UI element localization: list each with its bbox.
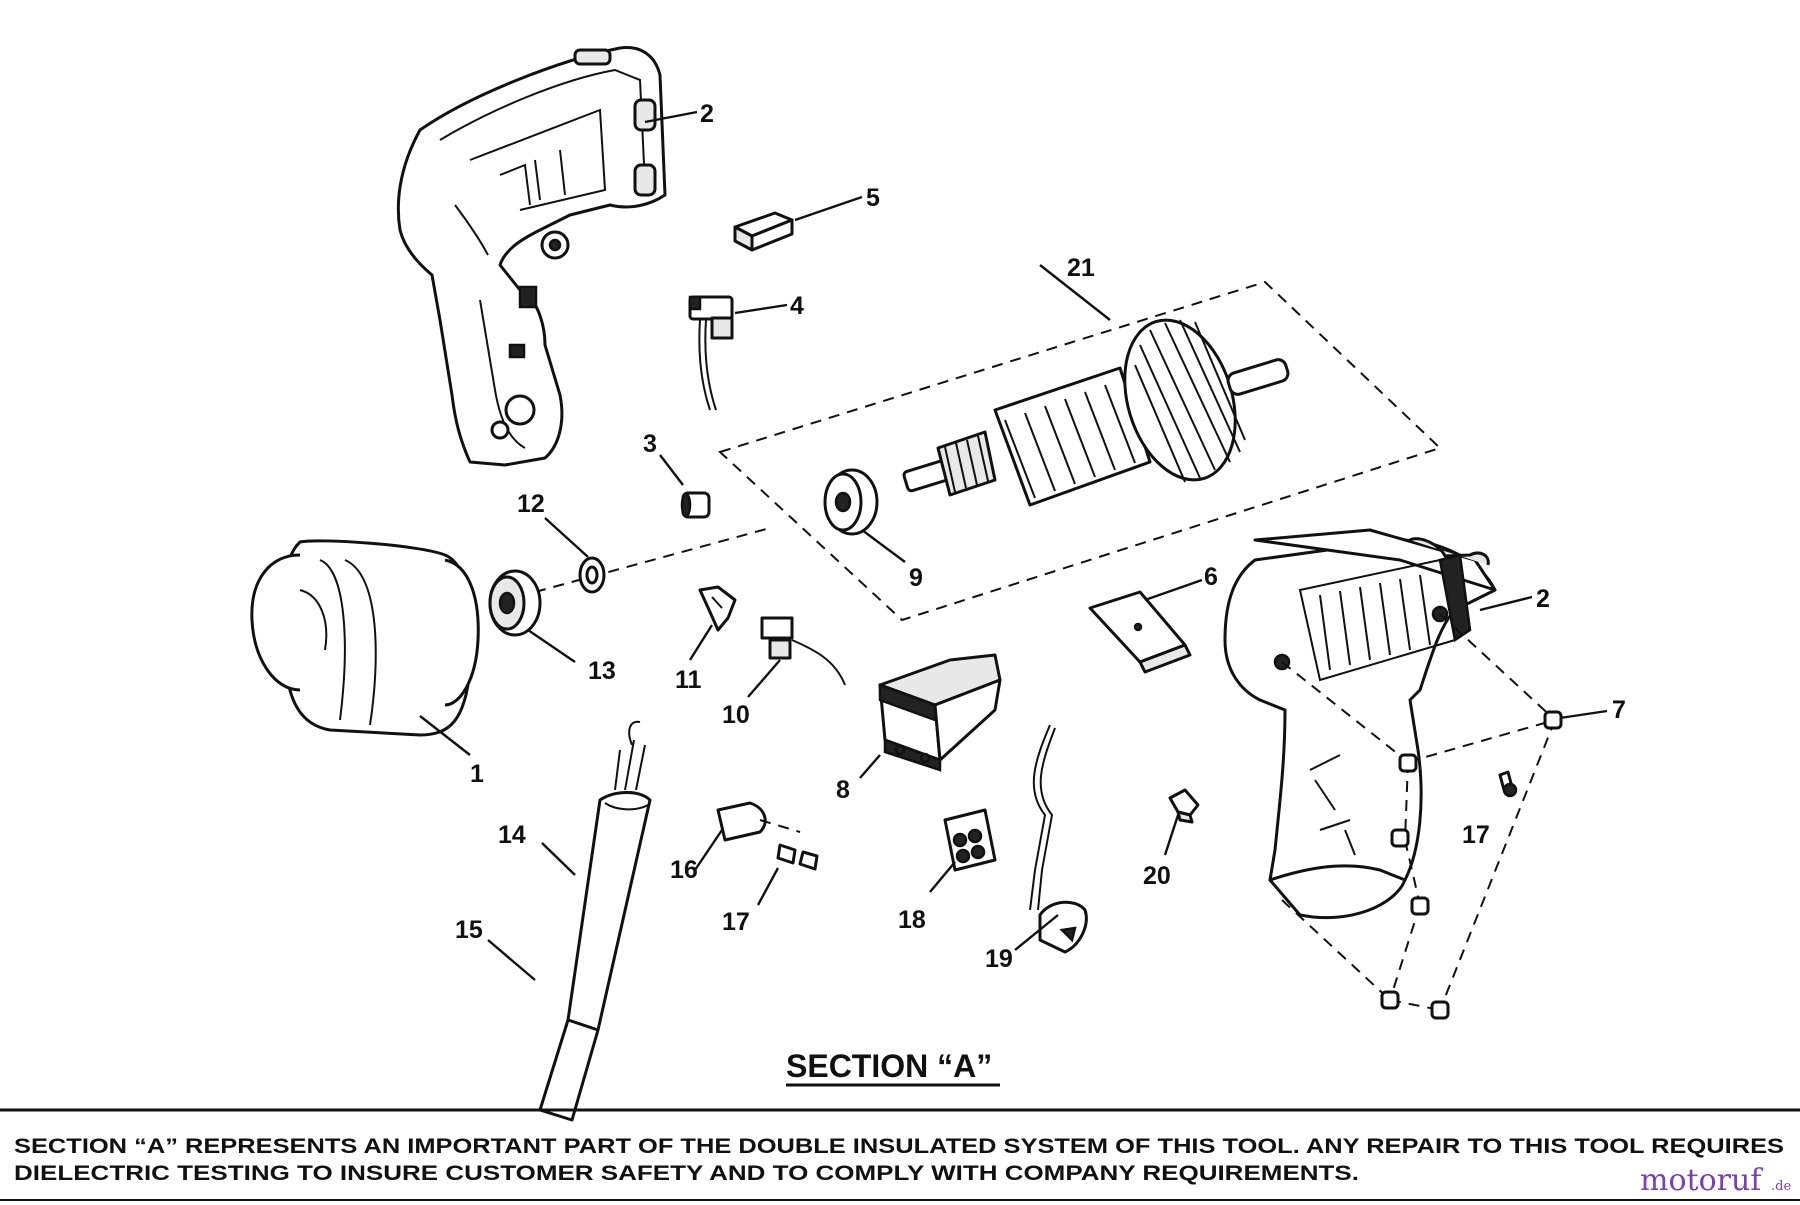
label-17-left: 17 — [722, 908, 750, 936]
armature-part — [902, 318, 1290, 507]
cord-clamp-16-part — [716, 801, 801, 842]
bushing-part — [680, 491, 711, 519]
field-stator-part — [250, 539, 480, 737]
label-18: 18 — [898, 906, 926, 934]
label-5: 5 — [866, 184, 880, 212]
cord-clamp-part — [1168, 788, 1200, 824]
notice-line-1: SECTION “A” REPRESENTS AN IMPORTANT PART… — [14, 1135, 1784, 1158]
label-16: 16 — [670, 856, 698, 884]
cord-protector-part — [566, 720, 652, 1032]
label-12: 12 — [517, 490, 545, 518]
label-9: 9 — [909, 564, 923, 592]
washer-part — [578, 556, 606, 594]
retainer-part — [488, 569, 542, 637]
brush-spring-part — [698, 585, 737, 632]
brush-part — [733, 211, 794, 252]
armature-section-outline — [718, 280, 1442, 622]
brush-clip-part — [760, 616, 846, 686]
label-1: 1 — [470, 760, 484, 788]
brush-holder-part — [688, 295, 734, 411]
screws-17-left-part — [776, 843, 819, 871]
label-14: 14 — [498, 821, 526, 849]
label-2-lower: 2 — [1536, 585, 1550, 613]
label-3: 3 — [643, 430, 657, 458]
label-11: 11 — [675, 666, 702, 694]
label-6: 6 — [1204, 563, 1218, 591]
switch-part — [878, 653, 1002, 772]
screw-17-right-part — [1498, 770, 1518, 798]
terminal-block-part — [943, 808, 997, 872]
power-cord-part — [538, 1018, 600, 1122]
label-2-upper: 2 — [700, 100, 714, 128]
label-15: 15 — [455, 916, 483, 944]
label-10: 10 — [722, 701, 750, 729]
label-21: 21 — [1067, 254, 1095, 282]
housing-left-part — [396, 45, 667, 467]
label-20: 20 — [1143, 862, 1171, 890]
label-19: 19 — [985, 945, 1013, 973]
watermark-logo: motoruf — [1640, 1163, 1763, 1198]
watermark-suffix: .de — [1771, 1179, 1791, 1194]
label-13: 13 — [588, 657, 616, 685]
cord-clip-part — [1029, 724, 1088, 954]
bearing-part — [823, 468, 879, 536]
label-4: 4 — [790, 292, 804, 320]
screws-7-part — [1380, 710, 1563, 1020]
label-17-right: 17 — [1462, 821, 1490, 849]
notice-line-2: DIELECTRIC TESTING TO INSURE CUSTOMER SA… — [14, 1162, 1359, 1185]
switch-plate-part — [1088, 590, 1192, 674]
label-8: 8 — [836, 776, 850, 804]
section-title: SECTION “A” — [786, 1048, 992, 1084]
label-7: 7 — [1612, 696, 1626, 724]
